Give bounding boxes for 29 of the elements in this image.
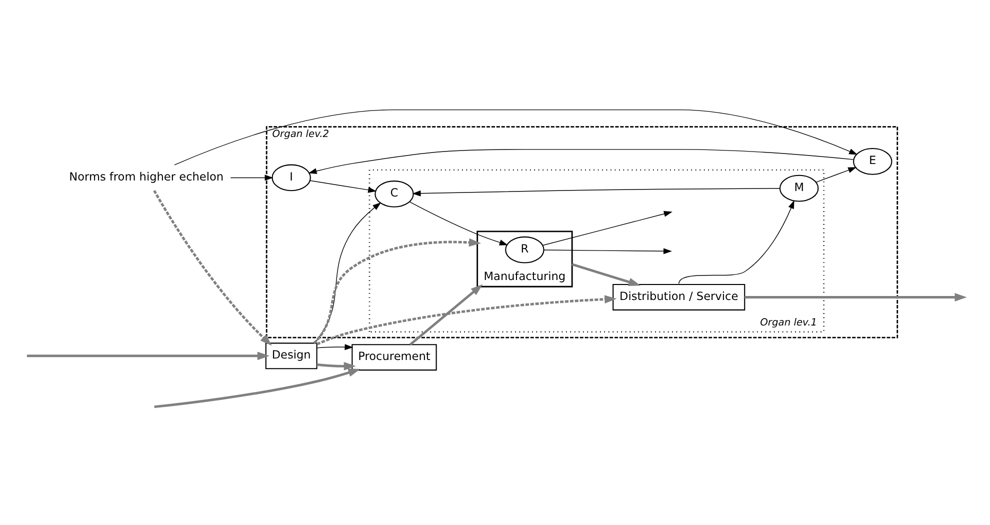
node-ellipse: I — [272, 164, 311, 192]
arrow — [313, 238, 482, 344]
arrow — [314, 202, 382, 344]
arrow — [154, 362, 360, 408]
node-text: Norms from higher echelon — [69, 170, 224, 184]
arrow — [542, 210, 672, 246]
arrow — [409, 202, 508, 246]
arrow — [26, 352, 270, 360]
node-ellipse: C — [374, 180, 414, 208]
node-box: Design — [265, 342, 318, 370]
arrow — [412, 188, 780, 196]
arrow — [316, 362, 356, 370]
arrow — [308, 149, 854, 174]
node-box: Procurement — [352, 344, 437, 371]
arrow — [310, 180, 377, 193]
arrow — [316, 295, 617, 346]
node-ellipse: E — [853, 148, 892, 175]
arrow — [678, 200, 794, 284]
arrow — [316, 344, 354, 350]
arrow — [230, 174, 274, 181]
arrow — [744, 293, 967, 302]
arrow — [816, 167, 857, 183]
arrow — [543, 248, 672, 254]
node-ellipse: R — [505, 236, 544, 264]
node-ellipse: M — [779, 174, 819, 202]
arrow — [572, 263, 641, 286]
arrow — [153, 190, 272, 346]
arrow — [174, 109, 858, 166]
node-box: Distribution / Service — [612, 284, 746, 310]
